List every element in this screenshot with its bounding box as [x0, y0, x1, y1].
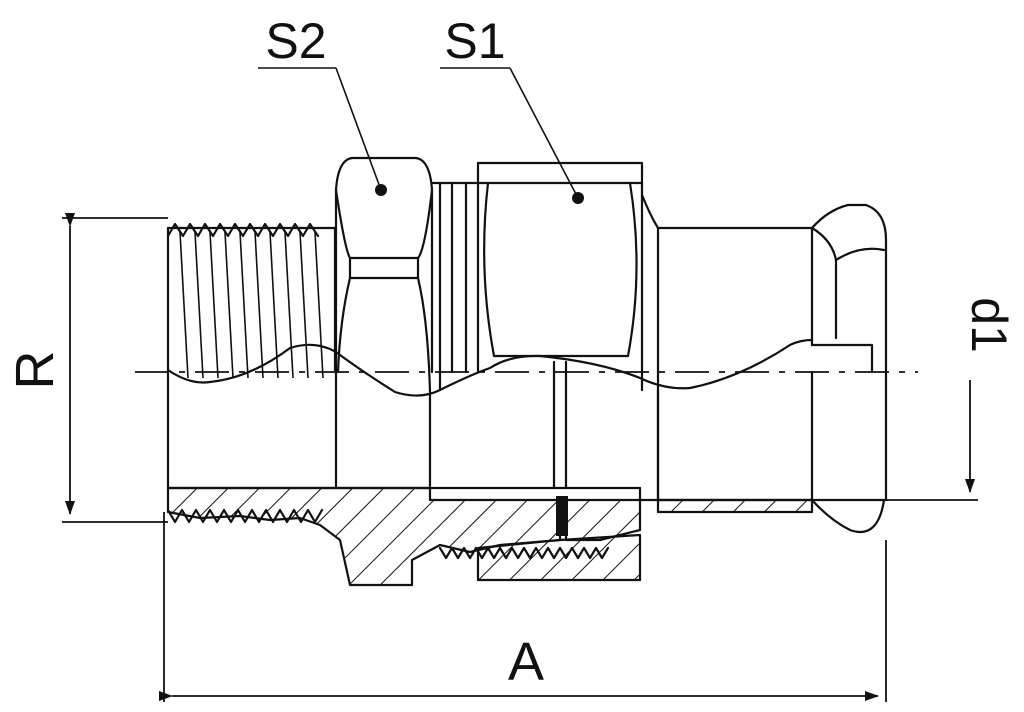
- leaders: [258, 67, 579, 199]
- press-fit-end: [640, 193, 888, 502]
- thread-line: [254, 231, 264, 379]
- label-s2: S2: [265, 13, 326, 69]
- seal-ring: [556, 496, 568, 536]
- male-thread-body: [166, 222, 337, 379]
- thread-line: [179, 231, 189, 379]
- label-r: R: [5, 351, 65, 390]
- dimension-a: [159, 512, 887, 702]
- thread-line: [314, 231, 324, 379]
- thread-line: [239, 231, 249, 379]
- union-nut-s1: [476, 161, 644, 392]
- hex-nut-s2: [334, 156, 434, 394]
- thread-line: [299, 231, 309, 379]
- section-view: [166, 486, 886, 587]
- thread-line: [269, 231, 279, 379]
- label-a: A: [508, 632, 544, 692]
- thread-grooves: [430, 181, 480, 392]
- thread-line: [224, 231, 234, 379]
- dimension-d1: [884, 380, 978, 501]
- thread-line: [284, 231, 294, 379]
- thread-line: [194, 231, 204, 379]
- dimension-r: [62, 213, 168, 523]
- break-line: [166, 338, 814, 397]
- label-d1: d1: [961, 297, 1017, 353]
- label-s1: S1: [444, 13, 505, 69]
- inner-walls: [166, 360, 886, 502]
- thread-line: [209, 231, 219, 379]
